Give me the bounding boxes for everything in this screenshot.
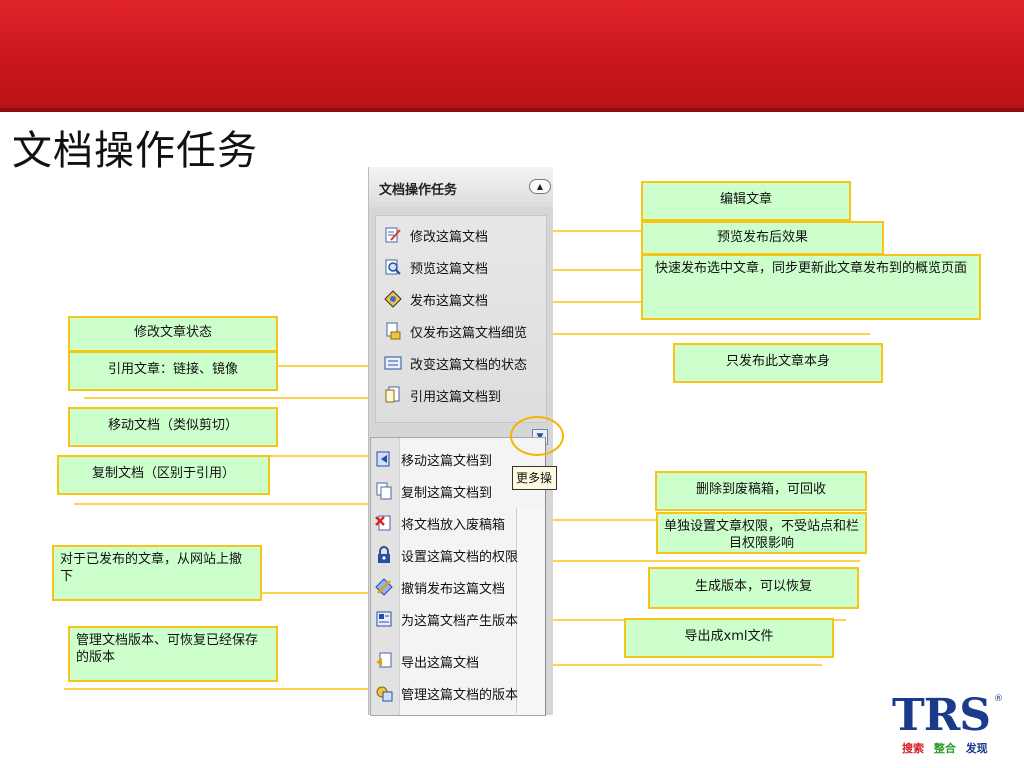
highlight-ring xyxy=(510,416,564,456)
callout-move: 移动文档（类似剪切） xyxy=(68,407,278,447)
task-item-quote[interactable]: 引用这篇文档到 xyxy=(384,382,501,408)
more-actions-tooltip: 更多操 xyxy=(512,466,557,490)
task-item-label: 修改这篇文档 xyxy=(410,229,489,245)
permission-lock-icon xyxy=(378,546,390,563)
logo-tagline: 搜索 整合 发现 xyxy=(902,740,994,756)
panel-header: 文档操作任务 ▲ xyxy=(369,167,553,207)
task-item-publish[interactable]: 发布这篇文档 xyxy=(384,286,488,312)
menu-item-label: 设置这篇文档的权限 xyxy=(401,549,519,565)
menu-item-label: 导出这篇文档 xyxy=(401,655,480,671)
menu-item-copy[interactable]: 复制这篇文档到 xyxy=(375,478,492,504)
task-item-publish-detail[interactable]: 仅发布这篇文档细览 xyxy=(384,318,527,344)
publish-diamond-icon xyxy=(384,290,402,308)
callout-permission: 单独设置文章权限，不受站点和栏目权限影响 xyxy=(656,512,867,554)
logo-wordmark: TRS xyxy=(892,690,991,741)
move-document-icon xyxy=(376,451,390,467)
menu-item-label: 撤销发布这篇文档 xyxy=(401,581,506,597)
menu-item-label: 复制这篇文档到 xyxy=(401,485,493,501)
task-item-label: 发布这篇文档 xyxy=(410,293,489,309)
preview-magnifier-icon xyxy=(385,259,401,275)
menu-item-move[interactable]: 移动这篇文档到 xyxy=(375,446,492,472)
menu-item-label: 将文档放入废稿箱 xyxy=(401,517,506,533)
callout-copy: 复制文档（区别于引用） xyxy=(57,455,270,495)
task-item-label: 引用这篇文档到 xyxy=(410,389,502,405)
top-banner xyxy=(0,0,1024,112)
slide-title: 文档操作任务 xyxy=(12,128,258,174)
edit-document-icon xyxy=(385,227,401,243)
task-item-change-status[interactable]: 改变这篇文档的状态 xyxy=(384,350,527,376)
publish-detail-icon xyxy=(386,322,401,340)
panel-title: 文档操作任务 xyxy=(379,183,458,198)
callout-manage-versions: 管理文档版本、可恢复已经保存的版本 xyxy=(68,626,278,682)
menu-item-permission[interactable]: 设置这篇文档的权限 xyxy=(375,542,518,568)
task-item-label: 预览这篇文档 xyxy=(410,261,489,277)
callout-version: 生成版本，可以恢复 xyxy=(648,567,859,609)
logo-registered-mark: ® xyxy=(994,694,1003,704)
callout-quote: 引用文章：链接、镜像 xyxy=(68,351,278,391)
menu-item-label: 为这篇文档产生版本 xyxy=(401,613,519,629)
manage-versions-icon xyxy=(376,686,393,702)
collapse-button[interactable]: ▲ xyxy=(529,179,551,194)
callout-preview: 预览发布后效果 xyxy=(641,221,884,255)
callout-export: 导出成xml文件 xyxy=(624,618,834,658)
menu-item-trash[interactable]: 将文档放入废稿箱 xyxy=(375,510,505,536)
menu-item-manage-versions[interactable]: 管理这篇文档的版本 xyxy=(375,680,518,706)
callout-edit: 编辑文章 xyxy=(641,181,851,221)
version-create-icon xyxy=(376,611,392,627)
task-item-label: 改变这篇文档的状态 xyxy=(410,357,528,373)
callout-publish: 快速发布选中文章，同步更新此文章发布到的概览页面 xyxy=(641,254,981,320)
task-item-label: 仅发布这篇文档细览 xyxy=(410,325,528,341)
logo-tag-search: 搜索 xyxy=(902,742,924,755)
trash-document-icon xyxy=(375,515,391,531)
callout-unpublish: 对于已发布的文章，从网站上撤下 xyxy=(52,545,262,601)
quote-document-icon xyxy=(385,386,400,403)
unpublish-icon xyxy=(375,578,393,596)
callout-publish-only: 只发布此文章本身 xyxy=(673,343,883,383)
task-list: 修改这篇文档 预览这篇文档 发布这篇文档 仅发布这篇文档细览 改变这篇文档的状态 xyxy=(375,215,547,423)
menu-item-export[interactable]: 导出这篇文档 xyxy=(375,648,479,674)
copy-document-icon xyxy=(376,482,392,500)
logo-tag-integrate: 整合 xyxy=(933,742,956,755)
menu-item-label: 移动这篇文档到 xyxy=(401,453,493,469)
menu-item-unpublish[interactable]: 撤销发布这篇文档 xyxy=(375,574,505,600)
task-item-edit[interactable]: 修改这篇文档 xyxy=(384,222,488,248)
menu-item-version[interactable]: 为这篇文档产生版本 xyxy=(375,606,518,632)
menu-scroll-area xyxy=(516,508,545,713)
export-document-icon xyxy=(376,652,392,668)
logo-tag-discover: 发现 xyxy=(965,742,988,755)
change-status-icon xyxy=(384,356,402,370)
menu-item-label: 管理这篇文档的版本 xyxy=(401,687,519,703)
callout-trash: 删除到废稿箱，可回收 xyxy=(655,471,867,511)
trs-logo: TRS ® 搜索 整合 发现 xyxy=(888,690,1008,760)
task-item-preview[interactable]: 预览这篇文档 xyxy=(384,254,488,280)
callout-status: 修改文章状态 xyxy=(68,316,278,352)
